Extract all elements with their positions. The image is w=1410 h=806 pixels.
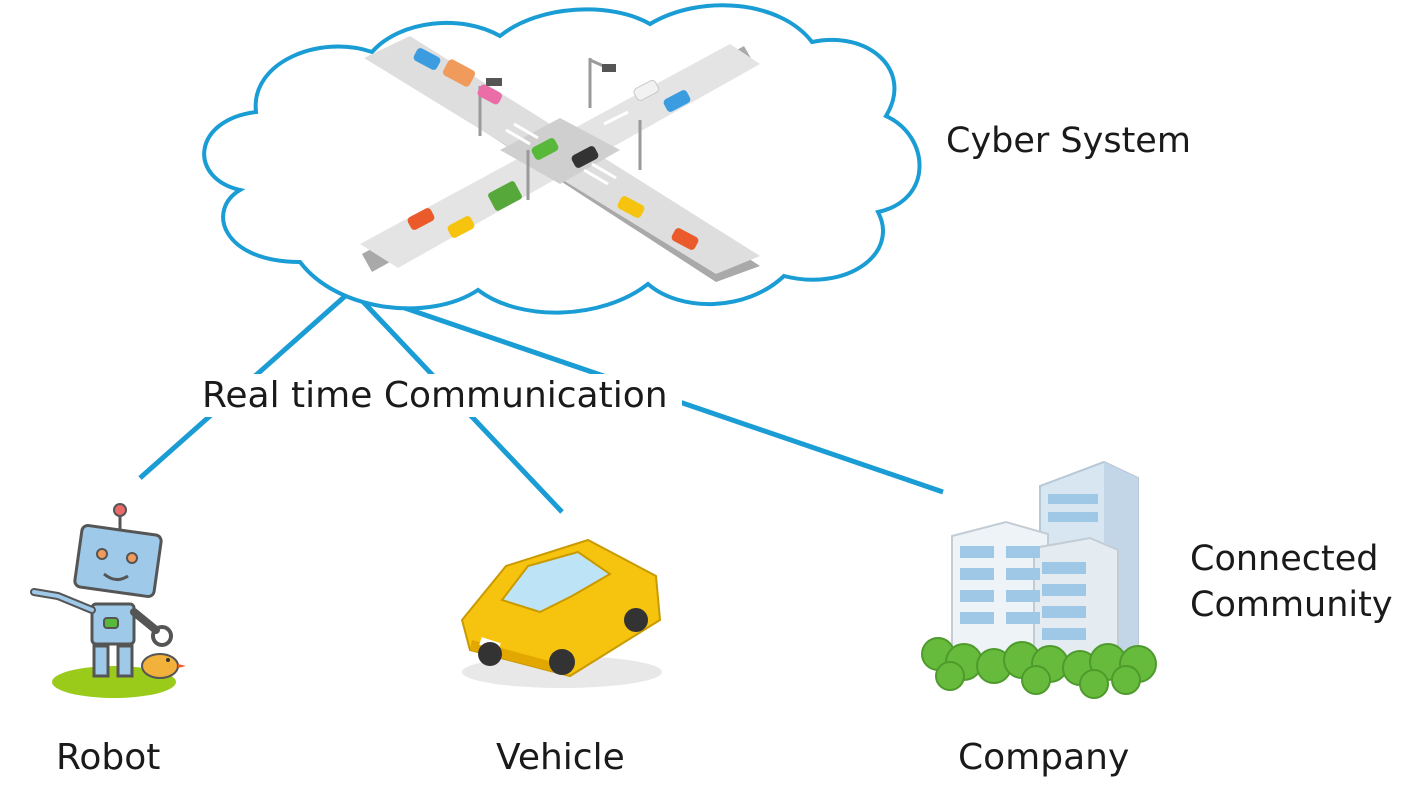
- cyber-system-label: Cyber System: [946, 121, 1191, 161]
- vehicle-label: Vehicle: [496, 737, 625, 778]
- robot-label: Robot: [56, 737, 161, 778]
- connected-community-line2: Community: [1190, 585, 1393, 625]
- company-label: Company: [958, 737, 1130, 778]
- taxi-icon: [460, 538, 662, 688]
- intersection-icon: [360, 36, 760, 282]
- real-time-communication-label: Real time Communication: [188, 374, 682, 418]
- trees-icon: [921, 637, 1157, 699]
- connected-community-label: Connected Community: [1190, 536, 1393, 628]
- bird-icon: [141, 653, 186, 679]
- building-icon: [951, 460, 1139, 671]
- connected-community-line1: Connected: [1190, 539, 1379, 579]
- cars: [407, 48, 699, 250]
